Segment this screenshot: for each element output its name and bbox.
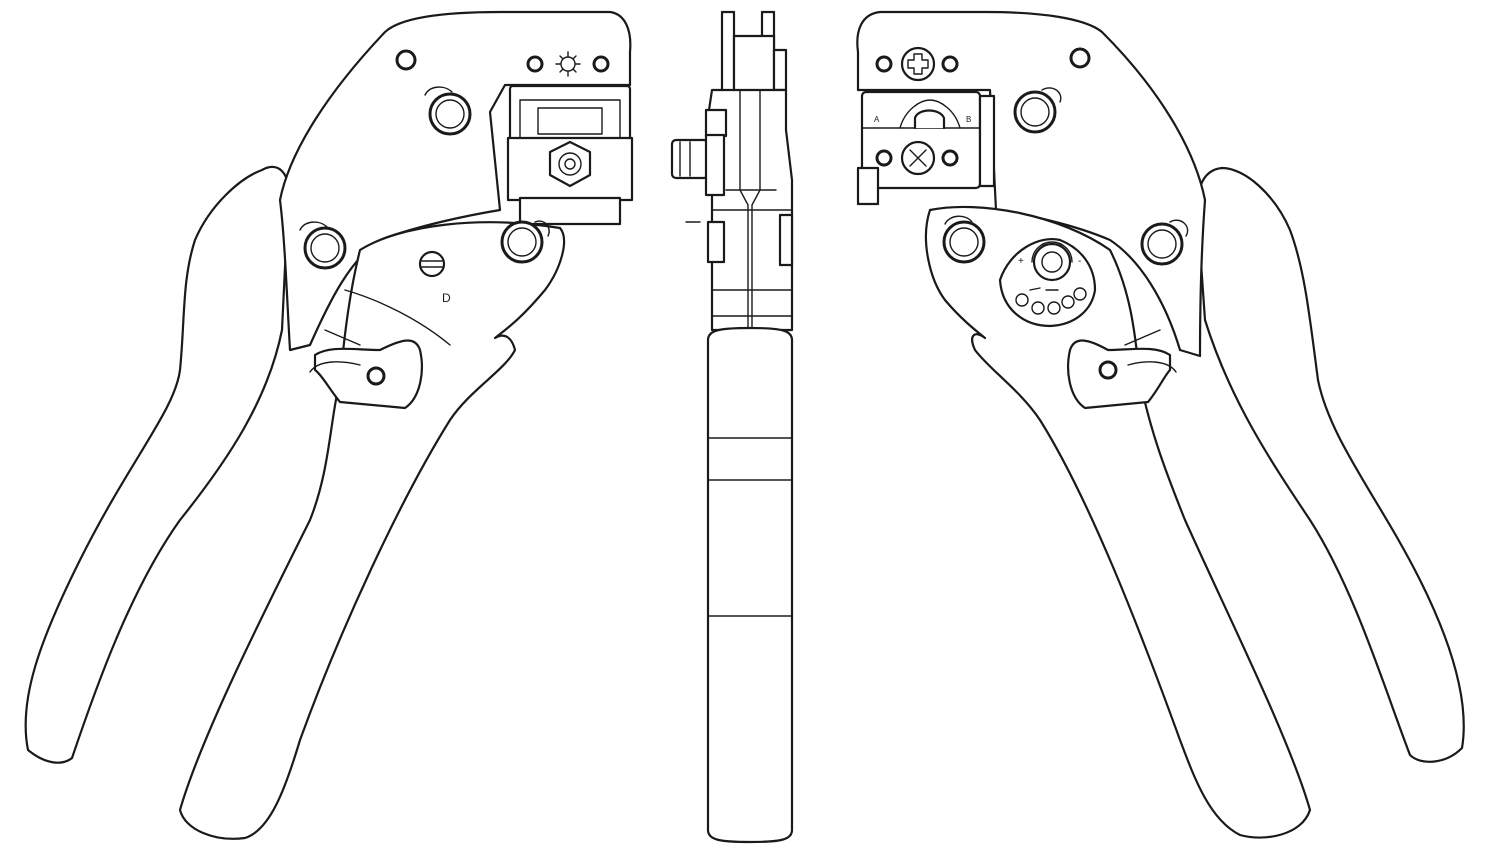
adjust-star-icon (560, 56, 576, 72)
left-die-base (518, 196, 622, 226)
hex-nut-icon (548, 140, 592, 188)
screw-icon (941, 149, 959, 167)
pivot-pin-icon (942, 215, 986, 264)
label-d: D (442, 291, 451, 305)
left-view: D (24, 10, 634, 840)
screw-icon (366, 366, 386, 386)
right-view: A B (856, 10, 1465, 839)
dial-plus: + (1018, 256, 1024, 267)
right-frame-plate (856, 10, 1207, 358)
right-lever-plate (1067, 339, 1172, 410)
screw-icon (875, 149, 893, 167)
label-b: B (966, 115, 971, 124)
label-a: A (874, 115, 880, 124)
side-view (670, 10, 794, 844)
screw-icon (395, 49, 417, 71)
screw-icon (526, 55, 544, 73)
ratchet-dial-icon (1031, 241, 1073, 282)
screw-icon (875, 55, 893, 73)
screw-icon (592, 55, 610, 73)
phillips-screw-icon (900, 46, 936, 82)
pivot-pin-icon (1013, 87, 1062, 134)
dial-minus: - (1078, 256, 1081, 267)
pivot-pin-icon (500, 220, 550, 264)
screw-icon (1069, 47, 1091, 69)
pivot-pin-icon (1140, 219, 1189, 266)
phillips-screw-icon (900, 140, 936, 176)
slotted-screw-icon (418, 250, 446, 278)
right-inner-handle (924, 205, 1312, 839)
screw-icon (1098, 360, 1118, 380)
pivot-pin-icon (299, 221, 347, 270)
left-inner-handle (178, 221, 565, 840)
pivot-pin-icon (424, 86, 472, 136)
right-outer-handle (1196, 166, 1465, 763)
side-handle-grip (706, 326, 794, 844)
screw-icon (941, 55, 959, 73)
ratchet-dial-plate (998, 237, 1097, 328)
left-outer-handle (24, 165, 290, 764)
